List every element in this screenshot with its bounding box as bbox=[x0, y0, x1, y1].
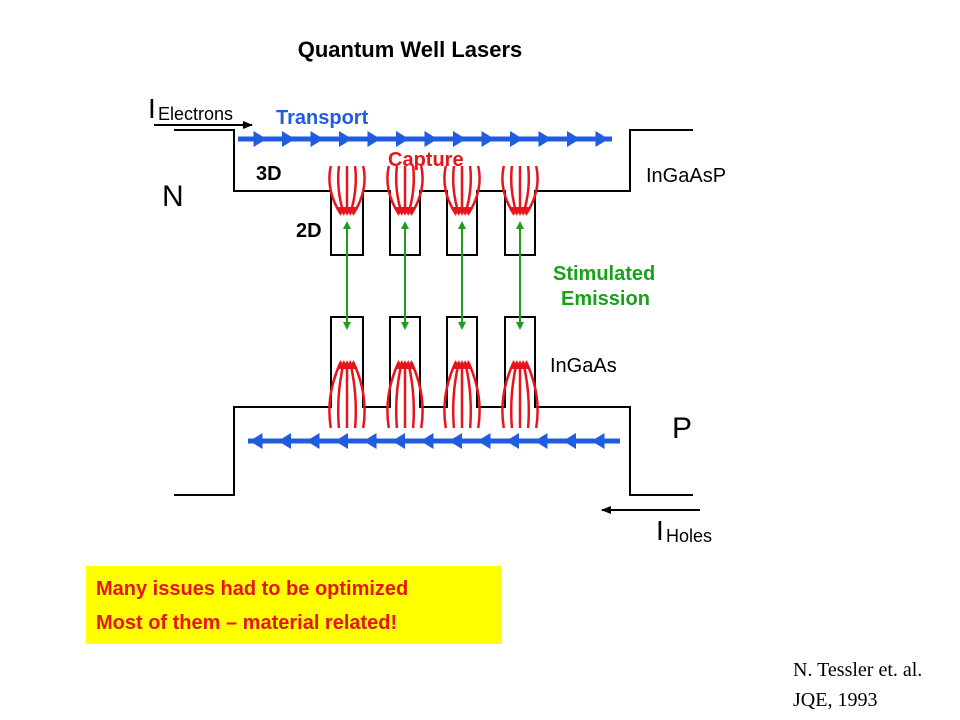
transport-arrowhead bbox=[595, 131, 609, 147]
transport-arrowhead bbox=[567, 131, 580, 147]
conduction-band-edge bbox=[174, 129, 693, 256]
capture-arrowhead bbox=[522, 360, 531, 369]
transport-arrows-holes bbox=[248, 433, 620, 449]
transport-arrowhead bbox=[449, 433, 462, 449]
transport-arrowhead bbox=[278, 433, 291, 449]
capture-arrowhead bbox=[407, 360, 416, 369]
n-region-label: N bbox=[162, 180, 184, 213]
capture-arrow bbox=[406, 361, 416, 429]
capture-arrow bbox=[394, 361, 404, 429]
transport-arrowhead bbox=[253, 131, 267, 147]
transport-arrowhead bbox=[392, 433, 405, 449]
svg-text:I: I bbox=[656, 515, 664, 546]
capture-arrow bbox=[336, 165, 346, 215]
transport-arrowhead bbox=[506, 433, 519, 449]
transport-label: Transport bbox=[276, 107, 369, 129]
transport-arrowhead bbox=[282, 131, 295, 147]
capture-arrowhead bbox=[464, 360, 473, 369]
page-title: Quantum Well Lasers bbox=[298, 37, 523, 62]
capture-arrow bbox=[509, 165, 519, 215]
note-line-2: Most of them – material related! bbox=[96, 612, 398, 634]
dimension-3d-label: 3D bbox=[256, 163, 282, 185]
transport-arrowhead bbox=[367, 131, 381, 147]
transport-arrowhead bbox=[477, 433, 491, 449]
barrier-material-label: InGaAsP bbox=[646, 165, 726, 187]
dimension-2d-label: 2D bbox=[296, 220, 322, 242]
citation-line-1: N. Tessler et. al. bbox=[793, 659, 923, 681]
capture-arrow bbox=[451, 165, 461, 215]
capture-arrow bbox=[348, 165, 358, 215]
transport-arrowhead bbox=[424, 131, 438, 147]
transport-arrowhead bbox=[591, 433, 605, 449]
capture-arrow bbox=[509, 361, 519, 429]
transport-arrowhead bbox=[310, 131, 324, 147]
capture-arrowhead bbox=[464, 207, 473, 216]
well-material-label: InGaAs bbox=[550, 355, 617, 377]
capture-arrows-electrons bbox=[328, 165, 539, 216]
transport-arrowhead bbox=[534, 433, 548, 449]
transport-arrowhead bbox=[335, 433, 348, 449]
capture-arrow bbox=[451, 361, 461, 429]
transport-arrowhead bbox=[563, 433, 576, 449]
capture-arrow bbox=[463, 361, 473, 429]
transport-arrowhead bbox=[538, 131, 552, 147]
capture-arrowhead bbox=[522, 207, 531, 216]
electron-current-label: I Electrons bbox=[148, 93, 233, 124]
note-line-1: Many issues had to be optimized bbox=[96, 578, 409, 600]
capture-arrow bbox=[521, 361, 531, 429]
capture-arrow bbox=[394, 165, 404, 215]
capture-arrow bbox=[348, 361, 358, 429]
note-box: Many issues had to be optimized Most of … bbox=[86, 566, 502, 644]
capture-arrows-holes bbox=[328, 360, 539, 429]
transport-arrowhead bbox=[510, 131, 523, 147]
capture-arrowhead bbox=[407, 207, 416, 216]
transport-arrowhead bbox=[481, 131, 495, 147]
transport-arrowhead bbox=[363, 433, 377, 449]
transport-arrowhead bbox=[396, 131, 409, 147]
svg-text:Electrons: Electrons bbox=[158, 104, 233, 124]
transport-arrows-electrons bbox=[238, 131, 612, 147]
capture-arrow bbox=[336, 361, 346, 429]
holes-current-label: I Holes bbox=[656, 515, 712, 546]
transport-arrowhead bbox=[306, 433, 320, 449]
capture-arrow bbox=[406, 165, 416, 215]
capture-arrowhead bbox=[349, 360, 358, 369]
capture-arrow bbox=[521, 165, 531, 215]
stimulated-emission-arrows bbox=[343, 221, 524, 330]
capture-label: Capture bbox=[388, 149, 464, 171]
transport-arrowhead bbox=[339, 131, 352, 147]
transport-arrowhead bbox=[420, 433, 434, 449]
capture-arrowhead bbox=[349, 207, 358, 216]
transport-arrowhead bbox=[249, 433, 263, 449]
transport-arrowhead bbox=[453, 131, 466, 147]
stimulated-emission-line1: Stimulated bbox=[553, 263, 655, 285]
svg-text:I: I bbox=[148, 93, 156, 124]
capture-arrow bbox=[463, 165, 473, 215]
stimulated-emission-line2: Emission bbox=[561, 288, 650, 310]
valence-band-edge bbox=[174, 316, 693, 496]
p-region-label: P bbox=[672, 412, 692, 445]
svg-text:Holes: Holes bbox=[666, 526, 712, 546]
citation: N. Tessler et. al. JQE, 1993 bbox=[793, 655, 953, 715]
citation-line-2: JQE, 1993 bbox=[793, 689, 878, 711]
